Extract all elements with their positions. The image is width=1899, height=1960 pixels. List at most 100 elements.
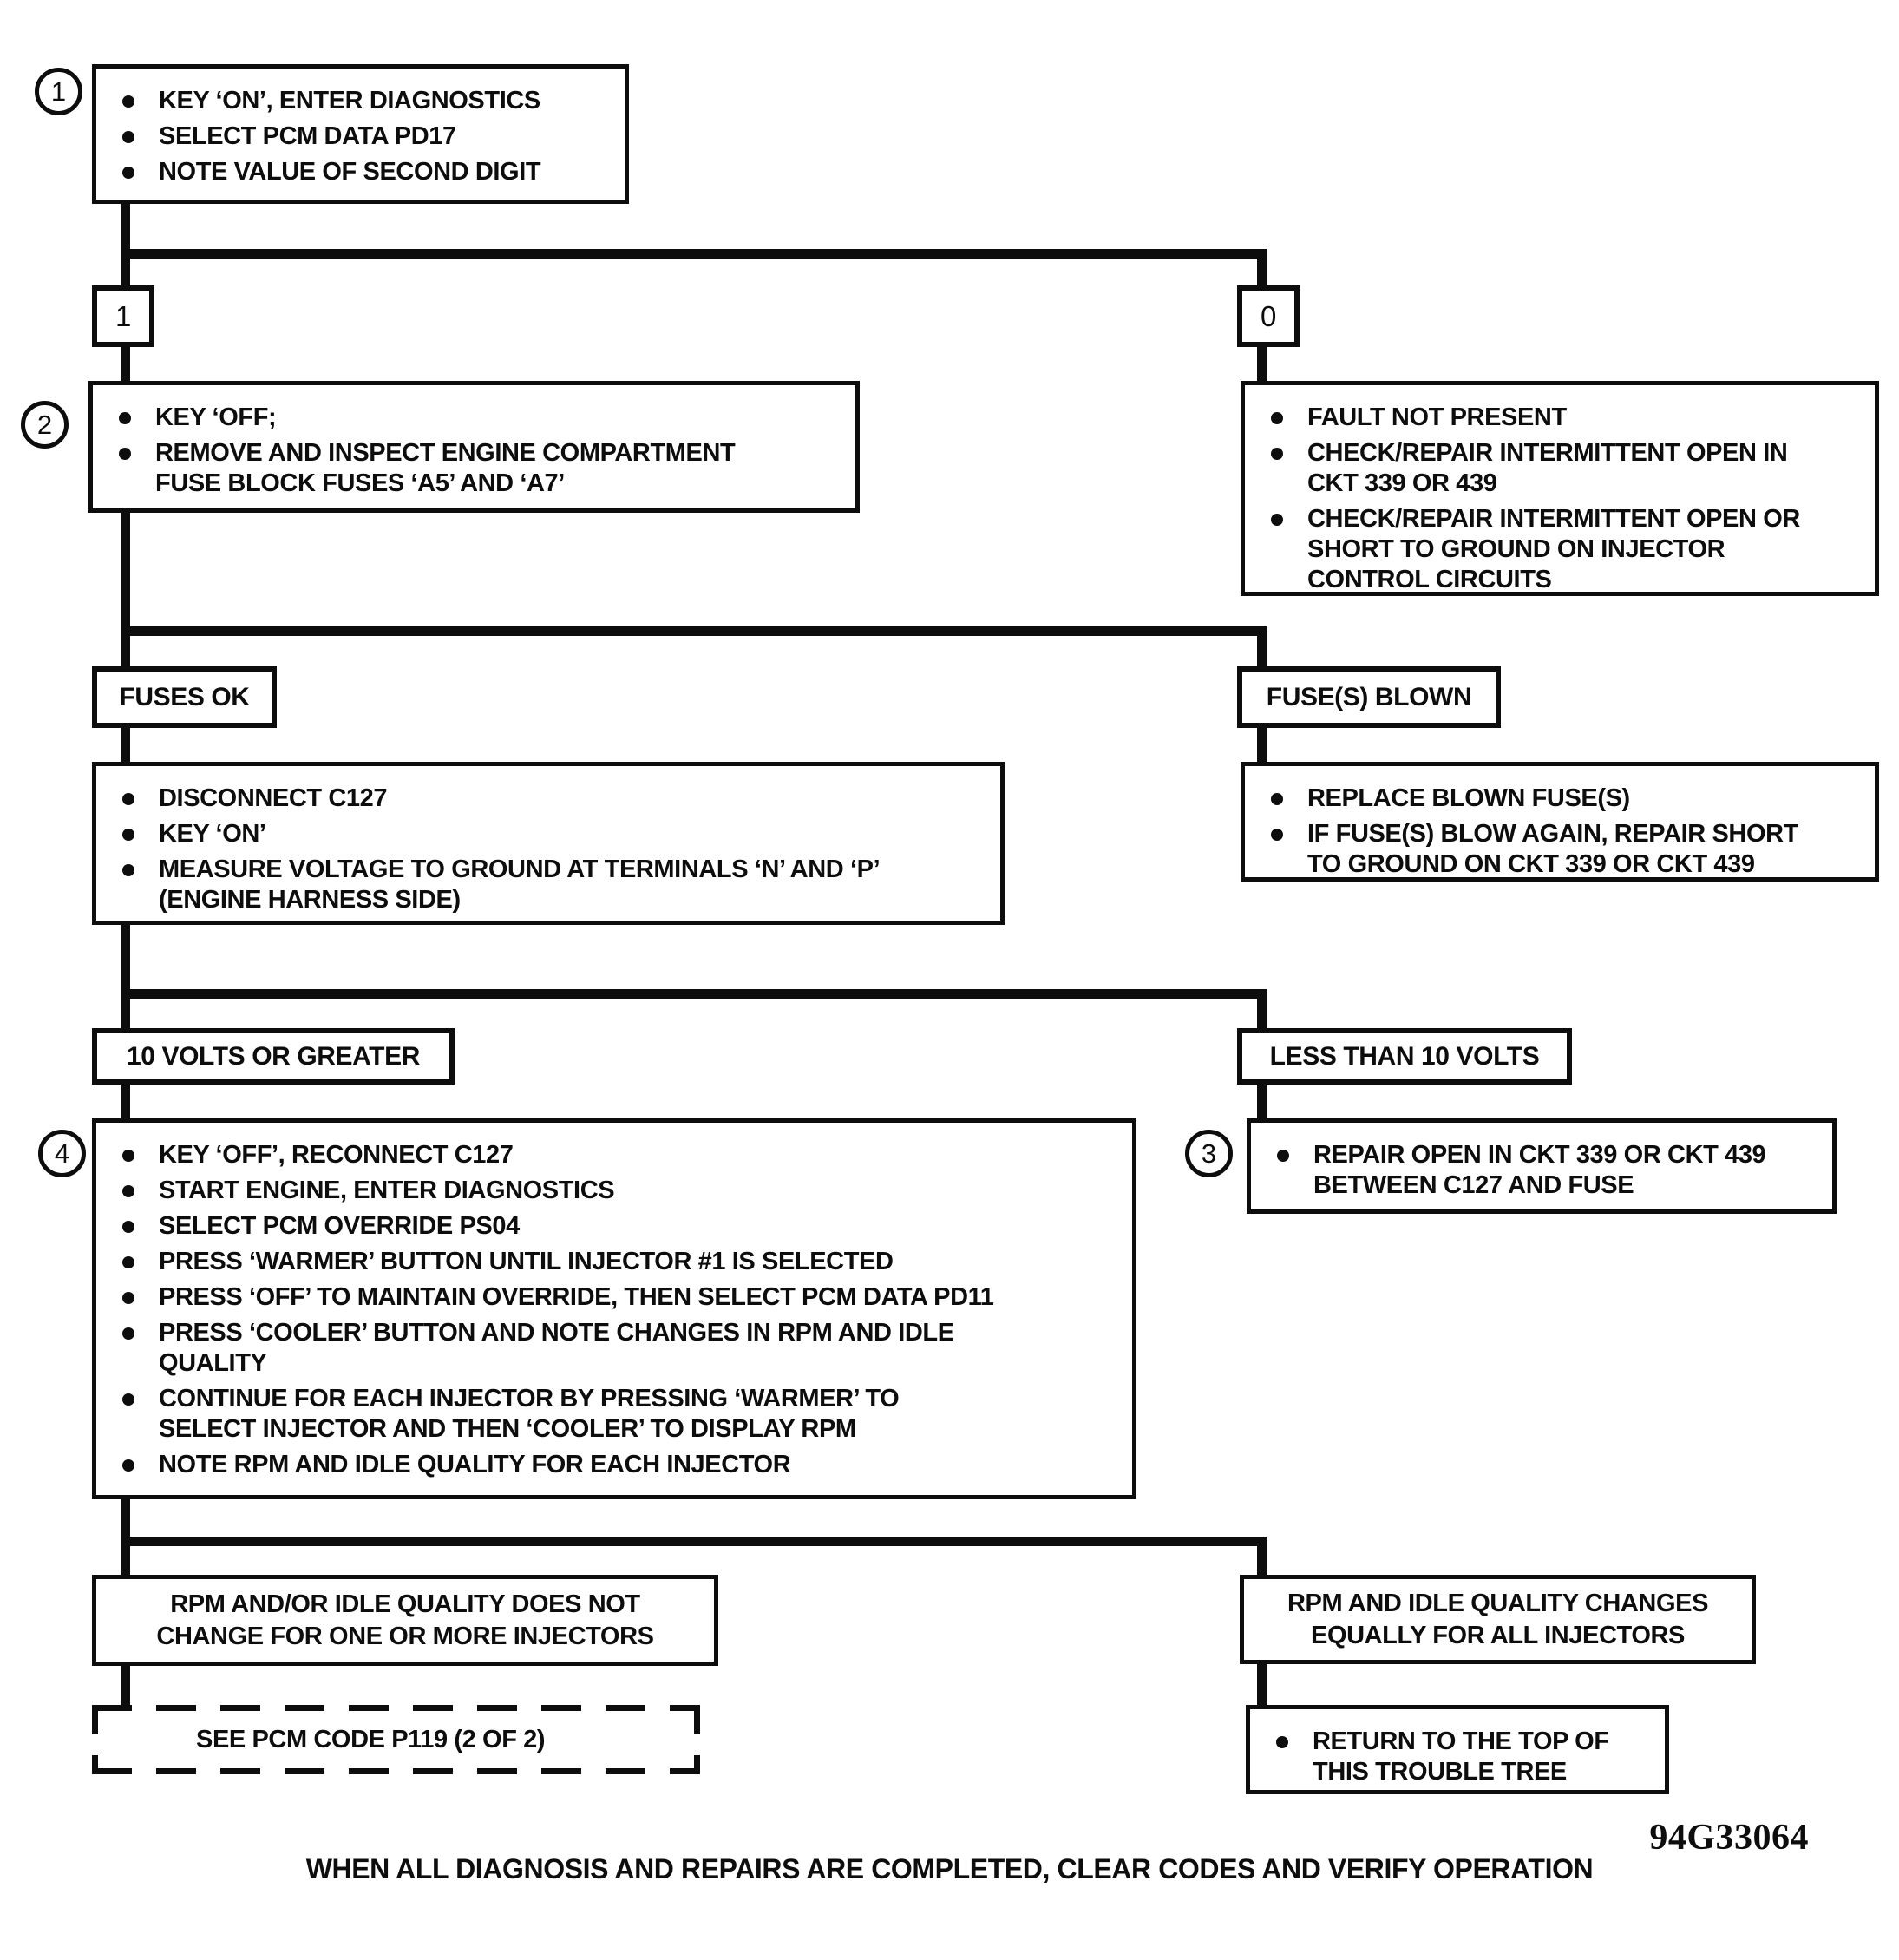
connector-line bbox=[121, 1543, 130, 1578]
connector-line bbox=[121, 1083, 130, 1122]
connector-line bbox=[1257, 633, 1267, 671]
bullet-item: KEY ‘OFF’, RECONNECT C127 bbox=[115, 1140, 1116, 1170]
bullet-text: PRESS ‘COOLER’ BUTTON AND NOTE CHANGES I… bbox=[159, 1319, 954, 1377]
bullet-text: CHECK/REPAIR INTERMITTENT OPEN OR SHORT … bbox=[1307, 505, 1800, 593]
return-to-top-box: RETURN TO THE TOP OF THIS TROUBLE TREE bbox=[1246, 1705, 1669, 1794]
bullet-text: SELECT PCM DATA PD17 bbox=[159, 122, 456, 150]
connector-line bbox=[1257, 345, 1267, 384]
bullet-text: NOTE VALUE OF SECOND DIGIT bbox=[159, 158, 541, 186]
bullet-item: REPLACE BLOWN FUSE(S) bbox=[1264, 783, 1859, 814]
bullet-dot-icon bbox=[122, 1221, 134, 1233]
bullet-dot-icon bbox=[122, 1256, 134, 1268]
bullet-text: CHECK/REPAIR INTERMITTENT OPEN IN CKT 33… bbox=[1307, 439, 1788, 497]
bullet-item: RETURN TO THE TOP OF THIS TROUBLE TREE bbox=[1269, 1727, 1649, 1787]
branch-digit-0-box: 0 bbox=[1237, 285, 1300, 347]
bullet-dot-icon bbox=[122, 95, 134, 108]
bullet-text: START ENGINE, ENTER DIAGNOSTICS bbox=[159, 1177, 615, 1204]
bullet-dot-icon bbox=[1271, 448, 1283, 460]
see-pcm-code-box: SEE PCM CODE P119 (2 OF 2) bbox=[92, 1705, 700, 1774]
bullet-text: SELECT PCM OVERRIDE PS04 bbox=[159, 1212, 520, 1240]
step2-box: KEY ‘OFF; REMOVE AND INSPECT ENGINE COMPA… bbox=[88, 381, 860, 513]
bullet-text: KEY ‘ON’ bbox=[159, 820, 266, 848]
bullet-dot-icon bbox=[122, 864, 134, 876]
branch-bar bbox=[121, 1537, 1267, 1546]
bullet-text: KEY ‘ON’, ENTER DIAGNOSTICS bbox=[159, 87, 540, 115]
fuses-blown-label: FUSE(S) BLOWN bbox=[1237, 666, 1501, 728]
bullet-text: NOTE RPM AND IDLE QUALITY FOR EACH INJEC… bbox=[159, 1451, 791, 1478]
bullet-item: REPAIR OPEN IN CKT 339 OR CKT 439 BETWEE… bbox=[1270, 1140, 1817, 1201]
connector-line bbox=[121, 511, 130, 633]
step-badge-4: 4 bbox=[38, 1130, 86, 1177]
bullet-item: PRESS ‘COOLER’ BUTTON AND NOTE CHANGES I… bbox=[115, 1318, 1116, 1379]
bullet-dot-icon bbox=[122, 167, 134, 179]
bullet-text: REPAIR OPEN IN CKT 339 OR CKT 439 BETWEE… bbox=[1313, 1141, 1766, 1199]
branch-digit-1-box: 1 bbox=[92, 285, 154, 347]
bullet-dot-icon bbox=[1271, 829, 1283, 841]
bullet-item: SELECT PCM OVERRIDE PS04 bbox=[115, 1211, 1116, 1242]
bullet-text: DISCONNECT C127 bbox=[159, 784, 388, 812]
bullet-dot-icon bbox=[1271, 793, 1283, 805]
bullet-dot-icon bbox=[122, 1327, 134, 1340]
connector-line bbox=[1257, 995, 1267, 1032]
bullet-dot-icon bbox=[122, 1185, 134, 1197]
footer-note: WHEN ALL DIAGNOSIS AND REPAIRS ARE COMPL… bbox=[305, 1853, 1594, 1885]
branch-bar bbox=[121, 249, 1267, 259]
result-no-change-box: RPM AND/OR IDLE QUALITY DOES NOT CHANGE … bbox=[92, 1575, 718, 1666]
connector-line bbox=[1257, 1543, 1267, 1578]
bullet-text: RETURN TO THE TOP OF THIS TROUBLE TREE bbox=[1313, 1727, 1609, 1786]
step-badge-2: 2 bbox=[21, 401, 69, 449]
bullet-item: CHECK/REPAIR INTERMITTENT OPEN OR SHORT … bbox=[1264, 504, 1859, 595]
bullet-text: REPLACE BLOWN FUSE(S) bbox=[1307, 784, 1630, 812]
connector-line bbox=[121, 1664, 130, 1708]
less-than-ten-volts-label: LESS THAN 10 VOLTS bbox=[1237, 1028, 1572, 1085]
bullet-dot-icon bbox=[1271, 412, 1283, 424]
connector-line bbox=[121, 204, 130, 253]
bullet-dot-icon bbox=[1276, 1736, 1288, 1748]
connector-line bbox=[121, 1498, 130, 1541]
bullet-text: REMOVE AND INSPECT ENGINE COMPARTMENT FU… bbox=[155, 439, 736, 497]
connector-line bbox=[121, 255, 130, 290]
connector-line bbox=[1257, 1083, 1267, 1122]
connector-line bbox=[121, 345, 130, 384]
bullet-dot-icon bbox=[122, 793, 134, 805]
bullet-item: FAULT NOT PRESENT bbox=[1264, 403, 1859, 433]
connector-line bbox=[1257, 255, 1267, 290]
bullet-item: CONTINUE FOR EACH INJECTOR BY PRESSING ‘… bbox=[115, 1384, 1116, 1445]
fuses-ok-label: FUSES OK bbox=[92, 666, 277, 728]
bullet-dot-icon bbox=[122, 1150, 134, 1162]
bullet-item: PRESS ‘OFF’ TO MAINTAIN OVERRIDE, THEN S… bbox=[115, 1282, 1116, 1313]
bullet-dot-icon bbox=[122, 829, 134, 841]
connector-line bbox=[121, 995, 130, 1032]
connector-line bbox=[1257, 1662, 1267, 1708]
bullet-item: PRESS ‘WARMER’ BUTTON UNTIL INJECTOR #1 … bbox=[115, 1247, 1116, 1277]
bullet-dot-icon bbox=[122, 1292, 134, 1304]
bullet-item: IF FUSE(S) BLOW AGAIN, REPAIR SHORT TO G… bbox=[1264, 819, 1859, 880]
bullet-item: KEY ‘ON’, ENTER DIAGNOSTICS bbox=[115, 86, 609, 116]
bullet-item: NOTE VALUE OF SECOND DIGIT bbox=[115, 157, 609, 187]
bullet-item: KEY ‘OFF; bbox=[112, 403, 840, 433]
bullet-text: KEY ‘OFF’, RECONNECT C127 bbox=[159, 1141, 514, 1169]
bullet-text: MEASURE VOLTAGE TO GROUND AT TERMINALS ‘… bbox=[159, 855, 881, 914]
bullet-item: NOTE RPM AND IDLE QUALITY FOR EACH INJEC… bbox=[115, 1450, 1116, 1480]
bullet-item: SELECT PCM DATA PD17 bbox=[115, 121, 609, 152]
replace-fuses-box: REPLACE BLOWN FUSE(S) IF FUSE(S) BLOW AGA… bbox=[1241, 762, 1879, 882]
bullet-item: MEASURE VOLTAGE TO GROUND AT TERMINALS ‘… bbox=[115, 855, 985, 915]
branch-bar bbox=[121, 989, 1267, 999]
bullet-text: PRESS ‘WARMER’ BUTTON UNTIL INJECTOR #1 … bbox=[159, 1248, 894, 1275]
bullet-text: CONTINUE FOR EACH INJECTOR BY PRESSING ‘… bbox=[159, 1385, 900, 1443]
see-pcm-code-text: SEE PCM CODE P119 (2 OF 2) bbox=[196, 1725, 546, 1754]
step-badge-3: 3 bbox=[1185, 1130, 1233, 1177]
bullet-item: REMOVE AND INSPECT ENGINE COMPARTMENT FU… bbox=[112, 438, 840, 499]
bullet-item: KEY ‘ON’ bbox=[115, 819, 985, 849]
connector-line bbox=[1257, 726, 1267, 765]
connector-line bbox=[121, 726, 130, 765]
bullet-text: IF FUSE(S) BLOW AGAIN, REPAIR SHORT TO G… bbox=[1307, 820, 1798, 878]
bullet-dot-icon bbox=[122, 1393, 134, 1406]
bullet-dot-icon bbox=[119, 448, 131, 460]
connector-line bbox=[121, 923, 130, 994]
fault-not-present-box: FAULT NOT PRESENT CHECK/REPAIR INTERMITTE… bbox=[1241, 381, 1879, 596]
bullet-dot-icon bbox=[119, 412, 131, 424]
